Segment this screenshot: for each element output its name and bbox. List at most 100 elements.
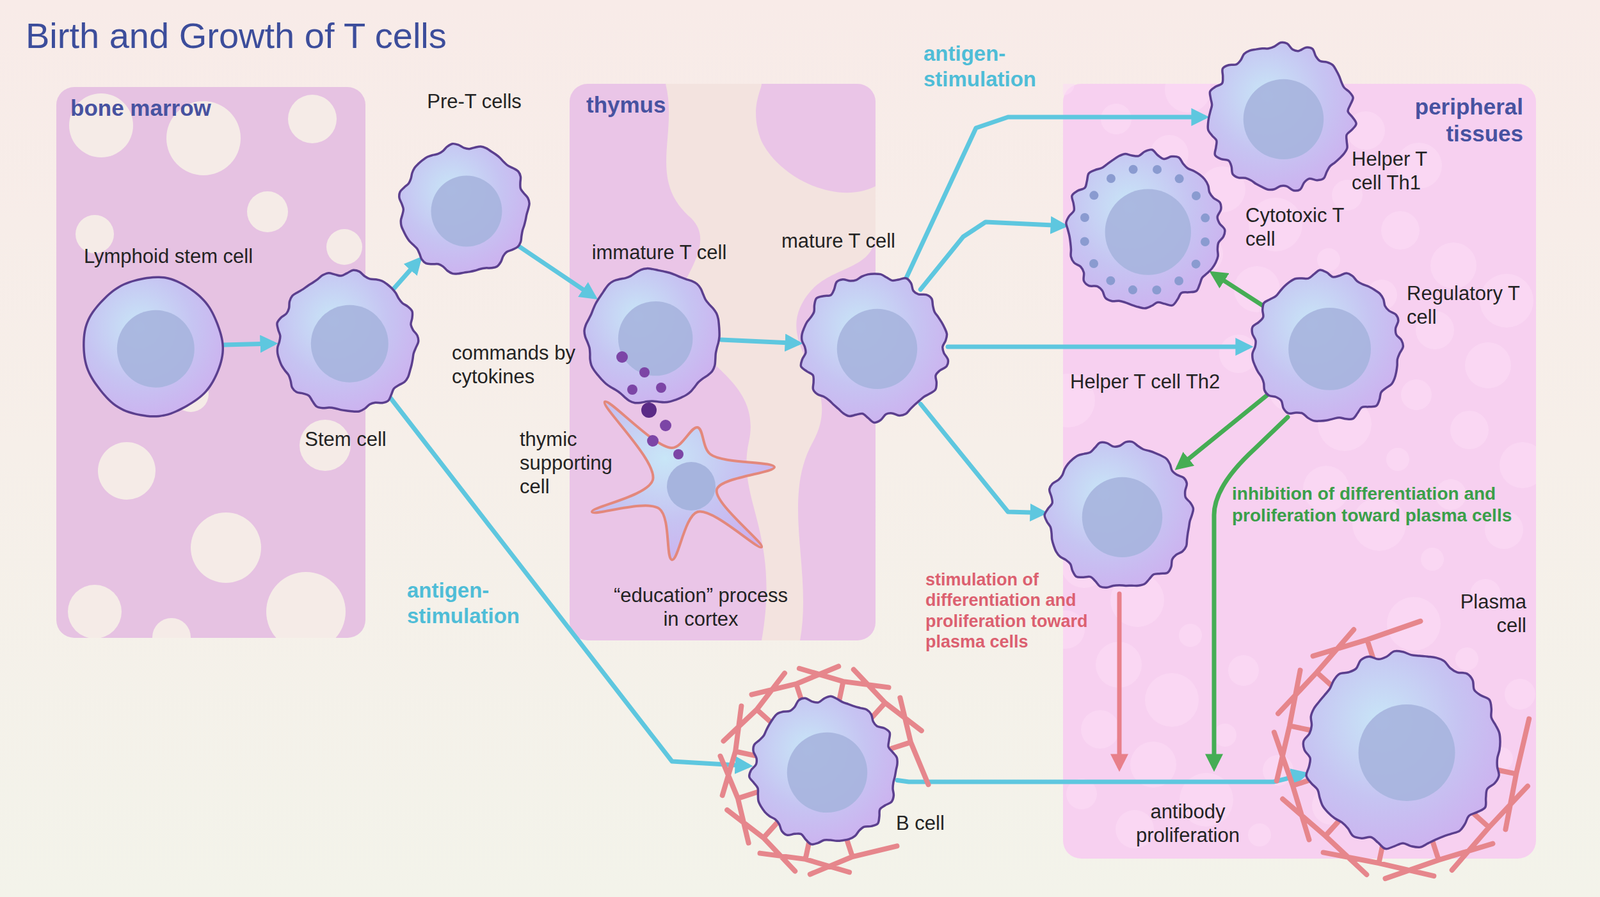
- label-wrap: bone marrow: [70, 94, 276, 122]
- drawing-part: [1002, 398, 1236, 632]
- drawing-part: [800, 273, 948, 424]
- drawing-part: [1080, 236, 1090, 246]
- drawing-part: [399, 144, 530, 274]
- drawing-part: [1095, 641, 1142, 688]
- drawing-part: [1191, 259, 1201, 269]
- drawing-part: [266, 572, 346, 639]
- cell: Helper T cell Th1: [1208, 45, 1353, 189]
- cell-label: thymic supporting cell: [519, 427, 629, 500]
- cell: Stem cell: [277, 272, 416, 411]
- drawing-part: [1063, 83, 1075, 96]
- drawing-part: [152, 618, 191, 639]
- connector-arrow: [920, 222, 1064, 290]
- drawing-part: [1243, 79, 1324, 160]
- drawing-part: [1317, 248, 1341, 272]
- label-wrap: B cell: [896, 811, 980, 836]
- cell-label: immature T cell: [576, 240, 743, 265]
- diagram-title: Birth and Growth of T cells: [25, 14, 730, 57]
- cell: Cytotoxic T cell: [1068, 152, 1222, 307]
- drawing-part: [1082, 477, 1163, 558]
- drawing-part: [1288, 307, 1371, 391]
- title-wrap: Birth and Growth of T cells: [25, 14, 730, 57]
- note-text: stimulation of differentiation and proli…: [925, 569, 1113, 653]
- drawing-part: [1213, 723, 1237, 747]
- edge-label: antigen- stimulation: [407, 577, 545, 629]
- drawing-part: [355, 101, 573, 318]
- drawing-part: [1420, 547, 1444, 571]
- region-heading: thymus: [586, 91, 728, 119]
- label-wrap: Helper T cell Th1: [1351, 147, 1432, 195]
- drawing-part: [837, 309, 918, 390]
- drawing-part: [757, 230, 991, 464]
- drawing-part: [1386, 448, 1410, 472]
- drawing-part: [1303, 650, 1501, 849]
- cell: Pre-T cells: [400, 145, 528, 273]
- drawing-part: [1128, 165, 1138, 175]
- cell-label: Cytotoxic T cell: [1245, 203, 1348, 251]
- region-panel: thymusimmature T cellthymic supporting c…: [569, 83, 876, 641]
- drawing-part: [656, 382, 667, 393]
- note-text: commands by cytokines: [451, 341, 580, 389]
- drawing-part: [1504, 679, 1536, 710]
- drawing-part: [1228, 655, 1259, 687]
- connector-arrow: [947, 344, 1248, 350]
- drawing-part: [641, 402, 657, 418]
- drawing-part: [1248, 823, 1272, 847]
- supporting-cell: thymic supporting cell: [588, 392, 781, 568]
- cell-label: B cell: [896, 811, 980, 836]
- cell: Helper T cell Th2: [1047, 443, 1192, 587]
- label-wrap: Helper T cell Th2: [1070, 369, 1221, 394]
- note-text: antibody proliferation: [1123, 800, 1252, 848]
- drawing-part: [67, 584, 122, 639]
- drawing-part: [1023, 108, 1267, 352]
- drawing-part: [1200, 237, 1210, 247]
- note-wrap: “education” process in cortex: [608, 583, 794, 632]
- drawing-part: [1066, 778, 1097, 810]
- drawing-part: [584, 268, 720, 404]
- stimulation-arrow: [1117, 593, 1122, 767]
- drawing-part: [277, 270, 419, 412]
- drawing-part: [659, 419, 672, 432]
- note-wrap: antibody proliferation: [1123, 800, 1252, 848]
- drawing-part: [117, 310, 195, 388]
- cell: Lymphoid stem cell: [83, 277, 223, 416]
- drawing-part: [431, 176, 503, 248]
- drawing-part: [707, 654, 941, 888]
- region-heading: bone marrow: [70, 94, 276, 122]
- cell-label: Regulatory T cell: [1406, 281, 1522, 329]
- drawing-part: [1208, 228, 1446, 466]
- label-wrap: Pre-T cells: [407, 89, 542, 114]
- drawing-part: [749, 696, 898, 845]
- drawing-part: [97, 442, 156, 500]
- drawing-part: [1152, 165, 1162, 175]
- drawing-part: [1066, 149, 1225, 309]
- drawing-part: [247, 191, 288, 233]
- cell-label: Helper T cell Th2: [1070, 369, 1221, 394]
- drawing-part: [1100, 103, 1132, 135]
- cell: Regulatory T cell: [1253, 273, 1401, 421]
- drawing-part: [1044, 441, 1193, 588]
- note-wrap: commands by cytokines: [451, 341, 580, 389]
- drawing-part: [639, 367, 650, 378]
- cell-label: Helper T cell Th1: [1351, 147, 1432, 195]
- drawing-part: [1178, 624, 1202, 648]
- drawing-part: [1200, 213, 1210, 223]
- note-text: inhibition of differentiation and prolif…: [1232, 483, 1532, 527]
- drawing-part: [311, 305, 389, 383]
- connector-arrow: [224, 343, 273, 345]
- label-wrap: Lymphoid stem cell: [59, 244, 278, 269]
- cell-label: mature T cell: [761, 229, 916, 253]
- drawing-part: [326, 229, 363, 265]
- drawing-part: [1089, 259, 1099, 269]
- drawing-part: [1207, 42, 1357, 191]
- edge-label: antigen- stimulation: [923, 40, 1078, 92]
- cell: immature T cell: [586, 270, 720, 404]
- label-wrap: immature T cell: [576, 240, 743, 265]
- label-wrap: Plasma cell: [1440, 590, 1527, 638]
- connector-arrow: [394, 260, 420, 289]
- drawing-part: [1174, 276, 1184, 286]
- drawing-part: [1080, 710, 1120, 749]
- label-wrap: thymus: [586, 91, 728, 119]
- drawing-part: [288, 94, 337, 144]
- note-wrap: stimulation of differentiation and proli…: [925, 569, 1113, 653]
